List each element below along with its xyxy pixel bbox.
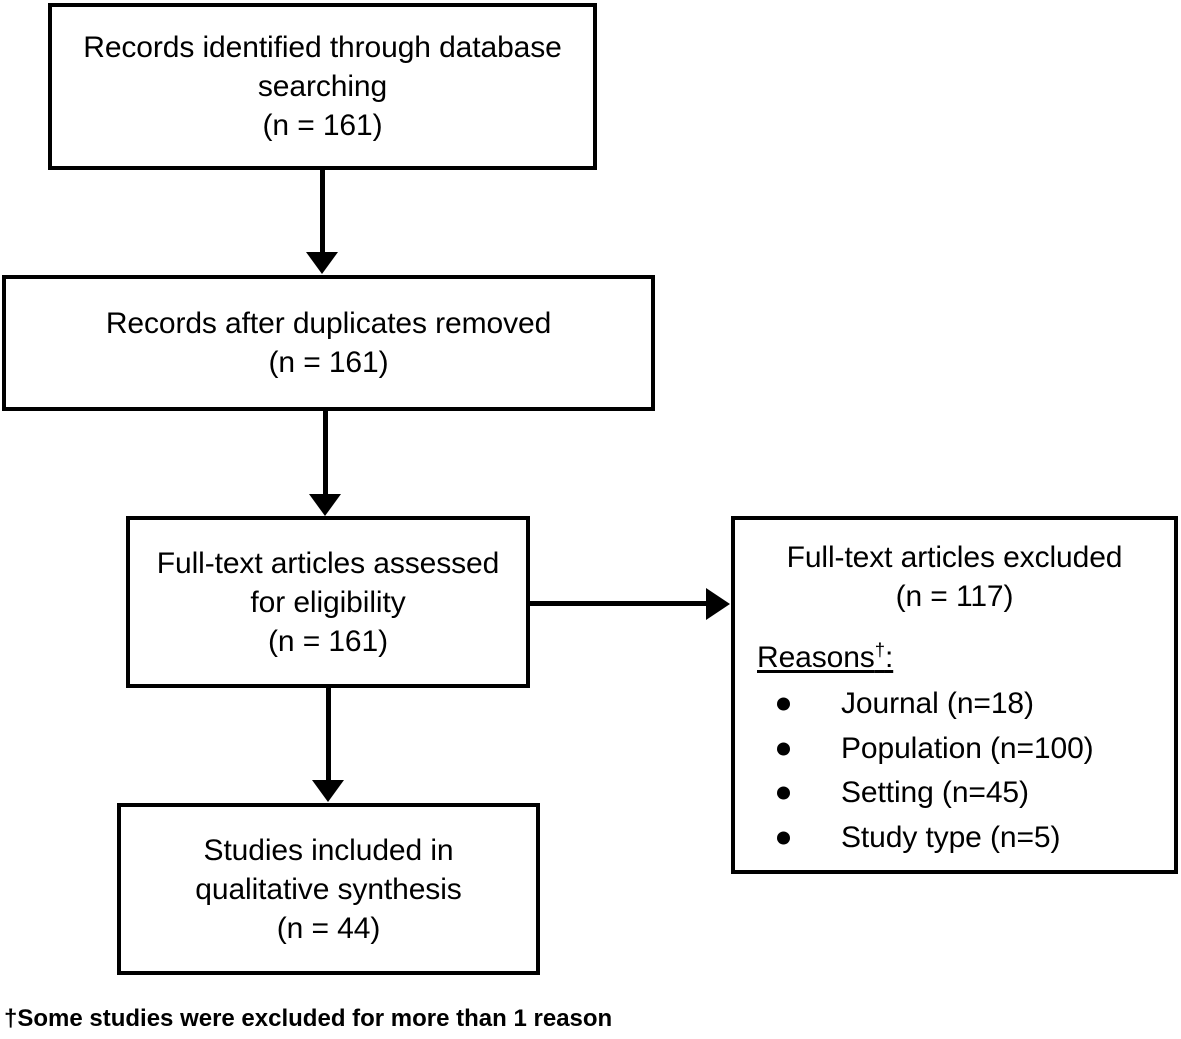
box-studies-included-count: (n = 44) [276, 911, 381, 945]
reasons-label: Reasons†: [757, 638, 893, 677]
arrow-identified-to-duplicates-head-icon [306, 252, 338, 274]
exclusion-reasons-list: Journal (n=18) Population (n=100) Settin… [735, 683, 1174, 861]
arrow-assessed-to-included-head-icon [312, 780, 344, 802]
box-fulltext-excluded-line1: Full-text articles excluded [786, 541, 1123, 574]
arrow-assessed-to-included-line [326, 688, 331, 781]
exclusion-reason-text: Setting (n=45) [841, 776, 1029, 810]
box-fulltext-excluded-heading: Full-text articles excluded (n = 117) [735, 538, 1174, 616]
bullet-icon [777, 697, 790, 711]
exclusion-reason-item: Journal (n=18) [735, 683, 1174, 726]
diagram-footnote: †Some studies were excluded for more tha… [4, 1005, 613, 1032]
box-records-after-duplicates: Records after duplicates removed (n = 16… [2, 275, 655, 411]
box-fulltext-excluded: Full-text articles excluded (n = 117) Re… [731, 516, 1178, 874]
box-records-identified-line2: searching [257, 70, 388, 103]
box-fulltext-assessed-line1: Full-text articles assessed [156, 546, 500, 580]
arrow-duplicates-to-assessed-head-icon [309, 494, 341, 516]
box-fulltext-assessed-count: (n = 161) [267, 624, 388, 658]
reasons-label-text: Reasons [757, 641, 875, 674]
box-fulltext-assessed-line2: for eligibility [250, 585, 406, 619]
reasons-label-colon: : [884, 641, 894, 674]
exclusion-reason-item: Study type (n=5) [735, 817, 1174, 860]
bullet-icon [777, 786, 790, 800]
box-studies-included-line2: qualitative synthesis [195, 872, 462, 906]
box-fulltext-excluded-count: (n = 117) [895, 580, 1014, 613]
exclusion-reason-text: Study type (n=5) [841, 820, 1061, 854]
arrow-duplicates-to-assessed-line [323, 411, 328, 495]
box-records-identified-line1: Records identified through database [83, 31, 562, 64]
reasons-dagger-marker: † [874, 639, 885, 660]
exclusion-reason-text: Population (n=100) [841, 731, 1094, 765]
arrow-assessed-to-excluded-head-icon [706, 588, 730, 620]
box-records-after-duplicates-line1: Records after duplicates removed [105, 307, 552, 340]
exclusion-reason-item: Setting (n=45) [735, 772, 1174, 815]
bullet-icon [777, 831, 790, 845]
box-studies-included: Studies included in qualitative synthesi… [117, 803, 540, 975]
box-records-identified: Records identified through database sear… [48, 3, 597, 170]
arrow-identified-to-duplicates-line [320, 170, 325, 254]
box-records-after-duplicates-count: (n = 161) [268, 346, 389, 379]
exclusion-reason-text: Journal (n=18) [841, 687, 1034, 720]
box-fulltext-assessed: Full-text articles assessed for eligibil… [126, 516, 530, 688]
box-studies-included-line1: Studies included in [203, 833, 454, 867]
box-records-identified-count: (n = 161) [262, 109, 383, 142]
bullet-icon [777, 742, 790, 756]
arrow-assessed-to-excluded-line [530, 601, 710, 606]
exclusion-reason-item: Population (n=100) [735, 728, 1174, 771]
